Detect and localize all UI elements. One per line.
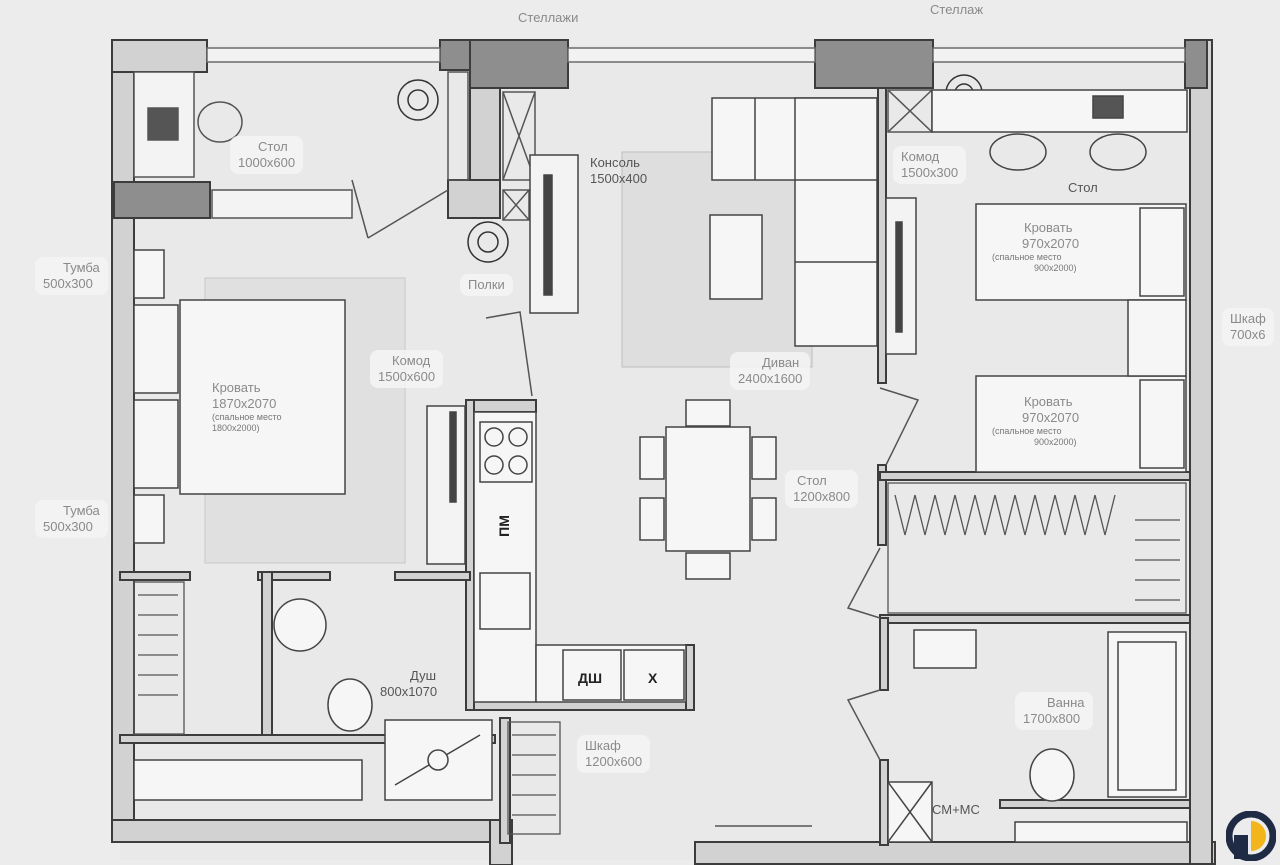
bed-single1-label: Кровать 970x2070 (спальное место 900x200…	[992, 220, 1079, 274]
right-desk	[931, 89, 1188, 171]
nightstand-top-name: Тумба	[63, 260, 100, 275]
sofa-label: Диван 2400x1600	[730, 352, 811, 390]
console-label: Консоль 1500x400	[590, 155, 647, 187]
bed-single2-name: Кровать	[1024, 394, 1073, 409]
nightstand-bottom-size: 500x300	[43, 519, 93, 534]
sofa	[709, 97, 878, 347]
dw-box-label: ДШ	[578, 670, 603, 686]
bed-single1-note: (спальное место	[992, 252, 1062, 262]
bed-single2-size: 970x2070	[1022, 410, 1080, 425]
dishwasher-label: ПМ	[495, 515, 512, 537]
door-swings	[485, 311, 920, 827]
nightstand-bottom-name: Тумба	[63, 503, 100, 518]
shelves-right-label: Стеллаж	[930, 2, 984, 17]
wardrobes	[133, 482, 1187, 835]
wardrobe-hall-name: Шкаф	[585, 738, 621, 753]
table-name: Стол	[797, 473, 827, 488]
dining-table	[639, 399, 777, 580]
desk-left-name: Стол	[258, 139, 288, 154]
windows	[206, 47, 1186, 63]
washer-label: СМ+МС	[932, 802, 980, 817]
bed-single2-note: (спальное место	[992, 426, 1062, 436]
nightstand-bottom-label: Тумба 500x300	[35, 500, 108, 538]
bed-double-size: 1870x2070	[212, 396, 277, 411]
bed-single1-name: Кровать	[1024, 220, 1073, 235]
bath-label: Ванна 1700x800	[1015, 692, 1093, 730]
dresser-top-size: 1500x300	[901, 165, 959, 180]
console-size: 1500x400	[590, 171, 648, 186]
table-size: 1200x800	[793, 489, 851, 504]
columns	[113, 39, 1208, 219]
nightstand-top-label: Тумба 500x300	[35, 257, 108, 295]
desk-right-label: Стол	[1068, 180, 1098, 195]
fridge-box-label: Х	[648, 670, 658, 686]
kitchen	[473, 411, 687, 703]
dresser-top-label: Комод 1500x300	[893, 146, 967, 184]
shower-name: Душ	[410, 668, 437, 683]
interior-walls	[119, 87, 1191, 846]
wardrobe-right-size: 700x6	[1230, 327, 1266, 342]
dresser-top-name: Комод	[901, 149, 940, 164]
bed-single1-size: 970x2070	[1022, 236, 1080, 251]
bed-single2-label: Кровать 970x2070 (спальное место 900x200…	[992, 394, 1079, 448]
shelves-left-label: Стеллажи	[518, 10, 579, 25]
bath-size: 1700x800	[1023, 711, 1081, 726]
bed-double-note: (спальное место	[212, 412, 282, 422]
bed-single1-note2: 900x2000)	[1034, 263, 1077, 273]
wardrobe-hall-label: Шкаф 1200x600	[577, 735, 651, 773]
bath-name: Ванна	[1047, 695, 1085, 710]
shelf-label: Полки	[460, 274, 513, 296]
dresser-mid-size: 1500x600	[378, 369, 436, 384]
console-name: Консоль	[590, 155, 640, 170]
brand-logo-icon	[1226, 811, 1276, 861]
dresser-mid-name: Комод	[392, 353, 431, 368]
tv-console	[426, 154, 917, 565]
dresser-mid-label: Комод 1500x600	[370, 350, 444, 388]
shower-size: 800x1070	[380, 684, 438, 699]
bed-single2-note2: 900x2000)	[1034, 437, 1077, 447]
wardrobe-hall-size: 1200x600	[585, 754, 643, 769]
bed-double-name: Кровать	[212, 380, 261, 395]
single-beds	[975, 203, 1187, 473]
study-desk	[133, 71, 449, 239]
outer-walls	[111, 39, 1216, 865]
desk-left-label: Стол 1000x600	[230, 136, 304, 174]
wardrobe-right-label: Шкаф 700x6	[1222, 308, 1274, 346]
double-bed	[133, 249, 346, 544]
shower-label: Душ 800x1070	[380, 668, 437, 700]
desk-left-size: 1000x600	[238, 155, 296, 170]
wardrobe-right-name: Шкаф	[1230, 311, 1266, 326]
bathroom-fixtures	[133, 598, 1188, 843]
nightstand-top-size: 500x300	[43, 276, 93, 291]
bed-double-note2: 1800x2000)	[212, 423, 260, 433]
bed-double-label: Кровать 1870x2070 (спальное место 1800x2…	[212, 380, 282, 434]
sofa-name: Диван	[762, 355, 800, 370]
sofa-size: 2400x1600	[738, 371, 803, 386]
table-label: Стол 1200x800	[785, 470, 859, 508]
